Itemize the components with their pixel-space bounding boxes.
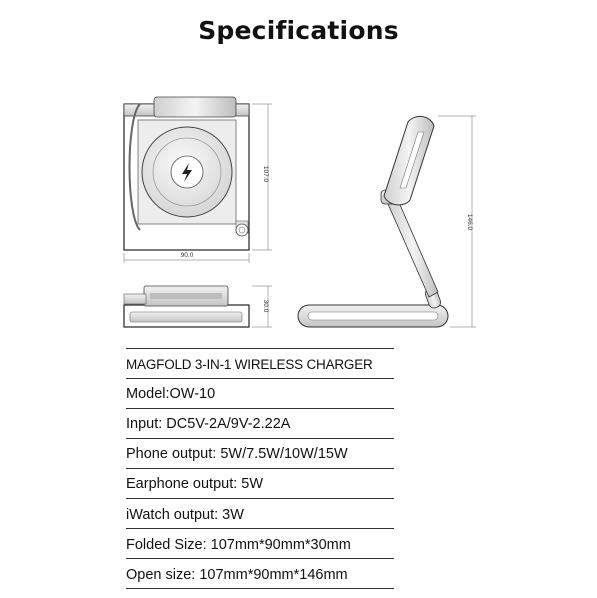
top-view-drawing: 90.0 107.0 — [123, 96, 272, 263]
divider — [126, 498, 394, 499]
side-handle — [128, 103, 141, 231]
spec-open-size: Open size: 107mm*90mm*146mm — [126, 567, 348, 583]
product-name: MAGFOLD 3-IN-1 WIRELESS CHARGER — [126, 357, 373, 372]
dim-open-height-label: 146.0 — [466, 214, 473, 231]
spec-input: Input: DC5V-2A/9V-2.22A — [126, 416, 291, 432]
dim-width-label: 90.0 — [181, 252, 194, 259]
divider — [126, 528, 394, 529]
divider — [126, 558, 394, 559]
spec-folded-size: Folded Size: 107mm*90mm*30mm — [126, 537, 351, 553]
charging-pad-ring — [152, 137, 222, 207]
divider — [126, 588, 394, 589]
side-open-drawing: 146.0 — [297, 115, 476, 328]
spec-phone-output: Phone output: 5W/7.5W/10W/15W — [126, 446, 348, 462]
dim-height-label: 107.0 — [262, 166, 269, 183]
support-arm — [387, 197, 439, 298]
divider — [126, 438, 394, 439]
watch-puck — [235, 223, 249, 237]
dim-folded-height-label: 30.0 — [262, 300, 269, 313]
divider — [126, 378, 394, 379]
hinge-block — [153, 96, 237, 118]
side-folded-drawing: 30.0 — [123, 285, 272, 328]
divider — [126, 348, 394, 349]
spec-earphone-output: Earphone output: 5W — [126, 476, 264, 492]
lightning-bolt-icon — [182, 163, 192, 182]
spec-iwatch-output: iWatch output: 3W — [126, 507, 244, 523]
folded-hinge — [123, 293, 147, 305]
page-title: Specifications — [198, 16, 399, 45]
divider — [126, 468, 394, 469]
divider — [126, 408, 394, 409]
spec-model: Model:OW-10 — [126, 386, 216, 402]
